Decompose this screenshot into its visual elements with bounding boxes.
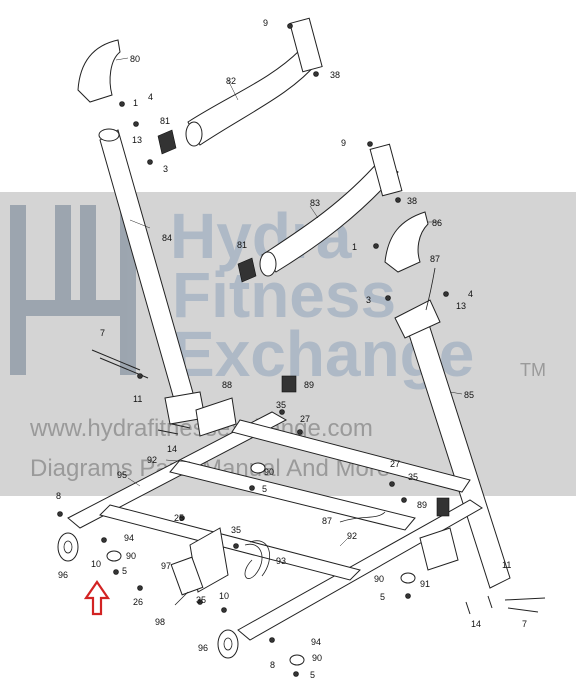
callout-35-lower: 35 [196, 595, 206, 605]
callout-5-left: 5 [122, 566, 127, 576]
left-shroud-80 [77, 39, 121, 103]
highlight-arrow [83, 580, 111, 616]
callout-7-left: 7 [100, 328, 105, 338]
watermark-line2: Fitness [172, 259, 396, 331]
callout-87-top: 87 [430, 254, 440, 264]
callout-89-lower: 89 [417, 500, 427, 510]
callout-10-left: 10 [91, 559, 101, 569]
callout-81-right: 81 [237, 240, 247, 250]
callout-90-left: 90 [126, 551, 136, 561]
left-upright-84 [98, 128, 206, 425]
callout-87-lower: 87 [322, 516, 332, 526]
callout-1-left: 1 [133, 98, 138, 108]
callout-95: 95 [117, 470, 127, 480]
bracket-88 [195, 397, 237, 437]
callout-25: 25 [174, 513, 184, 523]
callout-90-upper: 90 [264, 467, 274, 477]
pins-14-right [465, 595, 493, 615]
callout-35-upper: 35 [276, 400, 286, 410]
callout-1-right: 1 [352, 242, 357, 252]
watermark-trademark: TM [520, 360, 546, 380]
callout-8-right: 8 [270, 660, 275, 670]
callout-92-upper: 92 [147, 455, 157, 465]
small-screws [57, 23, 449, 677]
base-frame [67, 411, 483, 641]
callout-89-upper: 89 [304, 380, 314, 390]
callout-9-top: 9 [263, 18, 268, 28]
callout-38-top: 38 [330, 70, 340, 80]
left-handlebar-82 [185, 17, 323, 147]
callout-81-left: 81 [160, 116, 170, 126]
wire-87 [339, 267, 436, 523]
callout-labels: 80 9 38 82 4 1 81 13 3 9 38 83 86 84 81 … [56, 18, 527, 680]
callout-98: 98 [155, 617, 165, 627]
callout-27-lower: 27 [390, 459, 400, 469]
callout-85: 85 [464, 390, 474, 400]
callout-91: 91 [420, 579, 430, 589]
leader-lines [115, 57, 463, 547]
right-handlebar-83 [259, 143, 403, 277]
callout-11-left: 11 [133, 394, 142, 404]
end-cap-81-right [237, 257, 257, 283]
bracket-89-lower [436, 497, 450, 517]
callout-97: 97 [161, 561, 171, 571]
bracket-89-upper [281, 375, 297, 393]
callout-92-lower: 92 [347, 531, 357, 541]
cable-93 [244, 540, 270, 579]
pins-14-left [157, 423, 191, 435]
callout-84: 84 [162, 233, 172, 243]
callout-90-lower: 90 [312, 653, 322, 663]
callout-5-right: 5 [380, 592, 385, 602]
callout-9-right: 9 [341, 138, 346, 148]
callout-90-right: 90 [374, 574, 384, 584]
leveler-feet [106, 462, 416, 666]
bolts-7-right [504, 597, 546, 613]
callout-13-right: 13 [456, 301, 466, 311]
right-upright-85 [394, 299, 511, 589]
callout-96-left: 96 [58, 570, 68, 580]
callout-38-right: 38 [407, 196, 417, 206]
wheel-96-right [217, 629, 239, 659]
end-cap-81-left [157, 129, 177, 155]
callout-96-right: 96 [198, 643, 208, 653]
callout-82: 82 [226, 76, 236, 86]
callout-88: 88 [222, 380, 232, 390]
callout-11-right: 11 [502, 560, 511, 570]
callout-80: 80 [130, 54, 140, 64]
callout-83: 83 [310, 198, 320, 208]
callout-35-right: 35 [408, 472, 418, 482]
callout-94-right: 94 [311, 637, 321, 647]
callout-13-left: 13 [132, 135, 142, 145]
callout-10-right: 10 [219, 591, 229, 601]
callout-8-left: 8 [56, 491, 61, 501]
right-shroud-86 [384, 211, 429, 273]
callout-26: 26 [133, 597, 143, 607]
callout-94-left: 94 [124, 533, 134, 543]
callout-3-right: 3 [366, 295, 371, 305]
callout-27-upper: 27 [300, 414, 310, 424]
callout-86: 86 [432, 218, 442, 228]
callout-7-right: 7 [522, 619, 527, 629]
callout-14-right: 14 [471, 619, 481, 629]
callout-14-left: 14 [167, 444, 177, 454]
lift-motor-97 [170, 527, 229, 606]
wheel-96-left [57, 532, 79, 562]
callout-3-left: 3 [163, 164, 168, 174]
callout-4-left: 4 [148, 92, 153, 102]
callout-5-upper: 5 [262, 484, 267, 494]
bracket-91 [419, 527, 459, 571]
callout-4-right: 4 [468, 289, 473, 299]
callout-35-middle: 35 [231, 525, 241, 535]
callout-5-lower: 5 [310, 670, 315, 680]
callout-93: 93 [276, 556, 286, 566]
